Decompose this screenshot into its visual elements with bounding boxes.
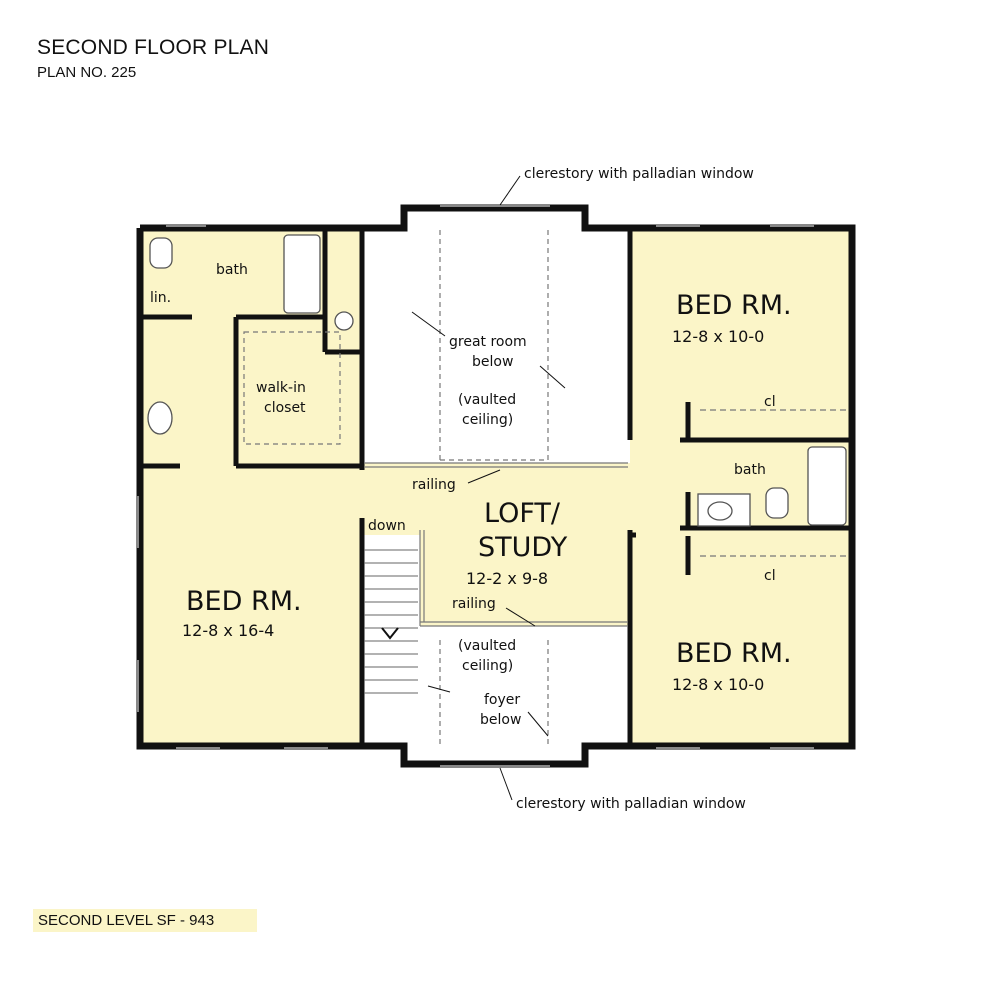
toilet-right-icon: [765, 487, 789, 519]
down-arrow-icon: [381, 627, 399, 640]
fixtures: [147, 234, 847, 527]
interior-walls: [140, 228, 852, 746]
outer-wall: [136, 204, 856, 768]
plan-title: SECOND FLOOR PLAN: [37, 36, 270, 59]
label-clerestory-bottom: clerestory with palladian window: [516, 796, 746, 812]
label-closet-top: cl: [764, 394, 776, 410]
label-foyer-vaulted-2: ceiling): [462, 658, 513, 674]
left-wing-fill: [140, 228, 362, 746]
leader-clerestory-bottom: [499, 767, 513, 801]
closet-rod: [243, 331, 341, 445]
label-railing-bottom: railing: [452, 596, 496, 612]
label-bed-tr-name: BED RM.: [676, 290, 792, 321]
label-great-vaulted-2: ceiling): [462, 412, 513, 428]
label-foyer-2: below: [480, 712, 521, 728]
label-bath-right: bath: [734, 462, 766, 478]
label-clerestory-top: clerestory with palladian window: [524, 166, 754, 182]
leader-great-room-1: [411, 311, 446, 337]
sink-icon: [147, 401, 173, 435]
label-walkin-2: closet: [264, 400, 306, 416]
foyer-open: [420, 628, 628, 746]
sink-right-icon: [707, 501, 733, 521]
label-bed-br-dim: 12-8 x 10-0: [672, 675, 764, 694]
label-down: down: [368, 518, 406, 534]
leader-foyer-2: [527, 711, 549, 737]
leader-great-room-2: [539, 365, 566, 389]
label-walkin-1: walk-in: [256, 380, 306, 396]
label-great-vaulted-1: (vaulted: [458, 392, 516, 408]
shower-drain-icon: [334, 311, 354, 331]
toilet-icon: [149, 237, 173, 269]
label-bed-tr-dim: 12-8 x 10-0: [672, 327, 764, 346]
label-closet-bottom: cl: [764, 568, 776, 584]
leader-railing-bottom: [505, 607, 536, 627]
label-loft-2: STUDY: [478, 532, 568, 563]
label-linen: lin.: [150, 290, 171, 306]
square-footage-badge: SECOND LEVEL SF - 943: [33, 909, 257, 932]
label-loft-dim: 12-2 x 9-8: [466, 569, 548, 588]
plan-number: PLAN NO. 225: [37, 64, 137, 81]
leader-foyer-1: [427, 685, 451, 693]
label-great-room-2: below: [472, 354, 513, 370]
label-bed-left-name: BED RM.: [186, 586, 302, 617]
windows: [137, 205, 814, 767]
label-foyer-1: foyer: [484, 692, 520, 708]
label-great-room-1: great room: [449, 334, 527, 350]
label-bed-left-dim: 12-8 x 16-4: [182, 621, 274, 640]
bathtub-icon: [283, 234, 321, 314]
label-loft-1: LOFT/: [484, 498, 561, 529]
great-room-open: [364, 228, 628, 461]
label-railing-top: railing: [412, 477, 456, 493]
leader-clerestory-top: [499, 175, 521, 206]
open-areas: [362, 228, 628, 746]
label-bath-master: bath: [216, 262, 248, 278]
staircase: [364, 549, 418, 694]
detail-lines: [243, 230, 850, 746]
label-foyer-vaulted-1: (vaulted: [458, 638, 516, 654]
exterior-walls: [136, 204, 856, 768]
leader-lines: [411, 175, 566, 801]
bathtub-right-icon: [807, 446, 847, 526]
label-bed-br-name: BED RM.: [676, 638, 792, 669]
leader-railing-top: [467, 469, 501, 484]
